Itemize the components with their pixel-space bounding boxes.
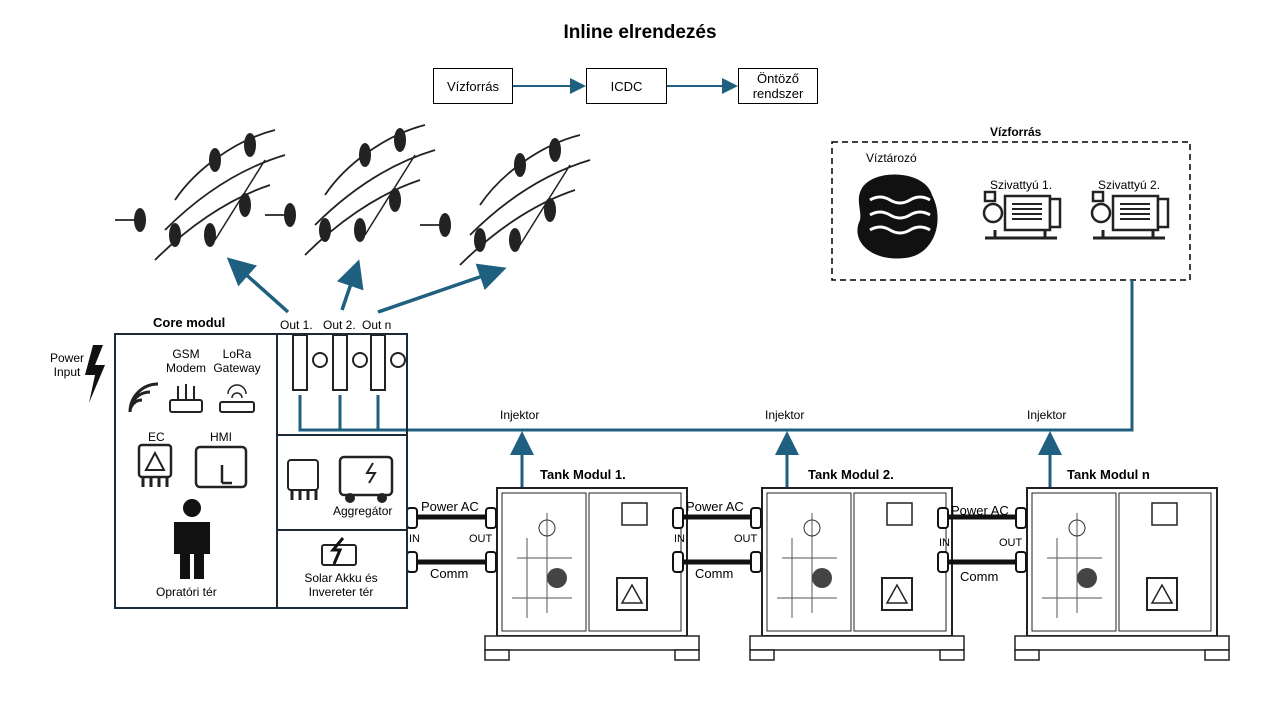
- power-input-label: Power Input: [49, 351, 84, 379]
- page-title: Inline elrendezés: [563, 22, 717, 43]
- power-link-label-1: Power AC: [421, 499, 479, 514]
- hmi-label: HMI: [210, 430, 232, 444]
- gsm-modem-label: GSM Modem: [165, 347, 206, 375]
- injector-label-n: Injektor: [1027, 408, 1067, 422]
- in-label-1: IN: [409, 533, 420, 545]
- pump2-label: Szivattyú 2.: [1098, 178, 1161, 192]
- tankn-title: Tank Modul n: [1067, 467, 1150, 482]
- tank2-title: Tank Modul 2.: [808, 467, 894, 482]
- aggregator-label: Aggregátor: [333, 504, 393, 518]
- power-link-label-3: Power AC: [951, 503, 1009, 518]
- in-label-3: IN: [939, 537, 950, 549]
- comm-link-label-2: Comm: [695, 566, 734, 581]
- in-label-2: IN: [674, 533, 685, 545]
- comm-link-label-3: Comm: [960, 569, 999, 584]
- comm-link-label-1: Comm: [430, 566, 469, 581]
- reservoir-label: Víztározó: [866, 151, 917, 165]
- out-label-1: OUT: [469, 533, 493, 545]
- out2-label: Out 2.: [323, 318, 356, 332]
- core-module: [114, 333, 408, 609]
- out-label-2: OUT: [734, 533, 758, 545]
- lora-gateway-label: LoRa Gateway: [213, 347, 261, 375]
- outn-label: Out n: [362, 318, 392, 332]
- injector-label-2: Injektor: [765, 408, 805, 422]
- water-source-title: Vízforrás: [990, 125, 1042, 139]
- power-link-label-2: Power AC: [686, 499, 744, 514]
- out1-label: Out 1.: [280, 318, 313, 332]
- flow-middle-box: ICDC: [586, 68, 667, 104]
- flow-target-box: Öntöző rendszer: [738, 68, 818, 104]
- solar-label: Solar Akku és Invereter tér: [304, 571, 378, 599]
- ec-label: EC: [148, 430, 165, 444]
- flow-source-box: Vízforrás: [433, 68, 513, 104]
- operator-label: Opratóri tér: [156, 585, 217, 599]
- out-label-3: OUT: [999, 537, 1023, 549]
- core-module-title: Core modul: [153, 315, 226, 330]
- pump1-label: Szivattyú 1.: [990, 178, 1053, 192]
- injector-label-1: Injektor: [500, 408, 540, 422]
- tank1-title: Tank Modul 1.: [540, 467, 626, 482]
